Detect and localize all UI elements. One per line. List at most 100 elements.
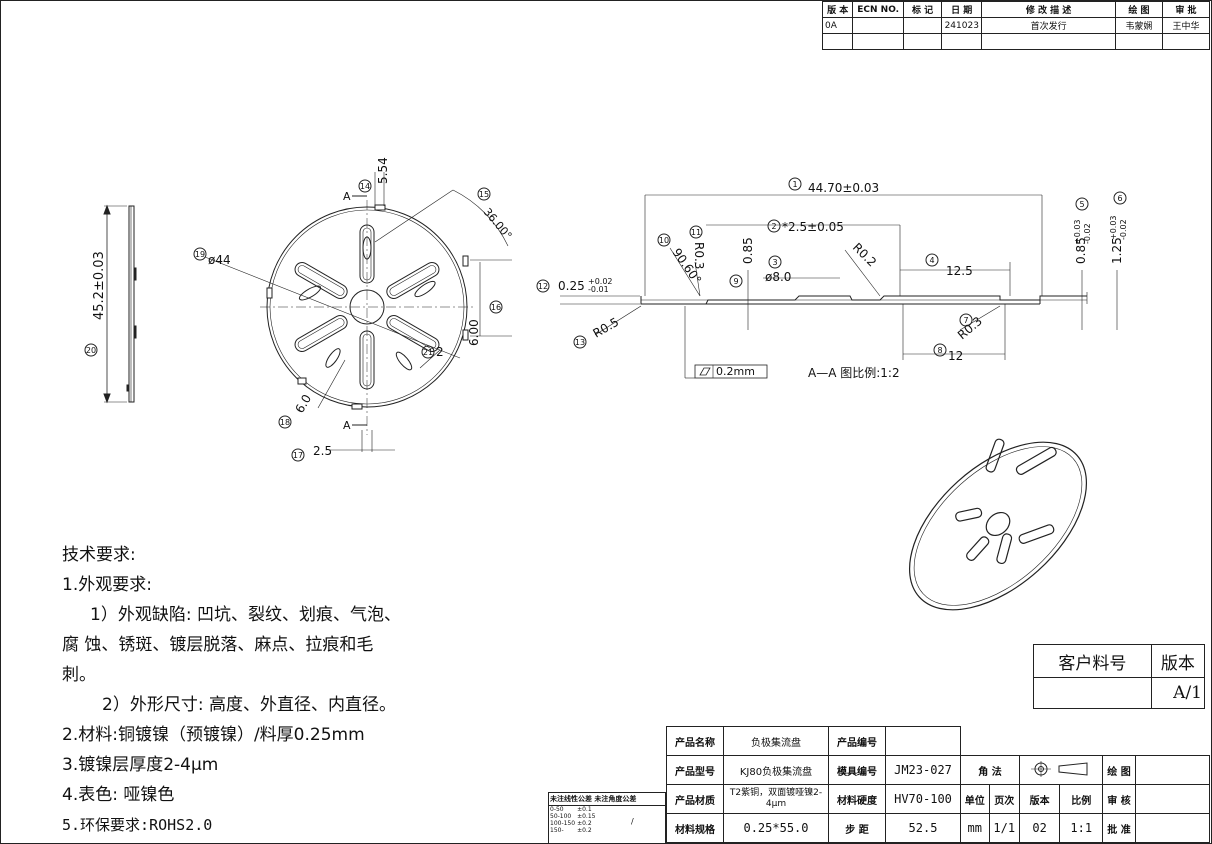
notes-title: 技术要求:	[62, 545, 136, 565]
rev-h-approve: 审 批	[1161, 1, 1211, 18]
svg-text:16: 16	[491, 303, 501, 312]
tol-val-3: ±0.2	[577, 827, 592, 834]
tb-model-label: 产品型号	[666, 755, 724, 785]
notes-item1a: 1）外观缺陷: 凹坑、裂纹、划痕、气泡、	[90, 605, 401, 625]
section-balloon-5: 5	[1079, 200, 1084, 209]
tb-spec: 0.25*55.0	[723, 813, 829, 843]
tb-drawing-label: 绘 图	[1102, 755, 1136, 785]
rev-h-mark: 标 记	[902, 1, 943, 18]
section-balloon-circle-4	[925, 253, 939, 267]
tb-projection-icon	[1018, 755, 1104, 785]
sec-flatness: 0.2mm	[716, 365, 755, 378]
rev-h-version: 版 本	[821, 1, 854, 18]
tb-hardness: HV70-100	[885, 784, 961, 814]
sec-dim-085-tol-minus: -0.02	[1083, 223, 1092, 244]
section-balloon-1: 1	[792, 180, 797, 189]
rev-h-desc: 修 改 描 述	[981, 1, 1116, 18]
front-dim-small: 2	[436, 345, 444, 359]
tb-material: T2紫铜，双面镀哑镍2-4μm	[723, 784, 829, 814]
slot-4	[294, 315, 348, 352]
rev-h-draw: 绘 图	[1115, 1, 1163, 18]
front-dim-top: 5.54	[376, 157, 390, 184]
sec-dim-085-tol-plus: +0.03	[1073, 219, 1082, 244]
sec-dim-12-5: 12.5	[946, 264, 973, 278]
sec-dim-r03-a: R0.3	[692, 242, 706, 269]
tb-unit: mm	[960, 813, 990, 843]
section-balloon-3: 3	[772, 258, 777, 267]
section-balloon-11: 11	[691, 228, 701, 237]
side-view	[103, 204, 137, 404]
notes-item4: 4.表色: 哑镍色	[62, 785, 175, 805]
revision-table: 版 本 ECN NO. 标 记 日 期 修 改 描 述 绘 图 审 批 0A 2…	[821, 1, 1211, 50]
tb-review-label: 审 核	[1102, 784, 1136, 814]
tech-notes: 技术要求: 1.外观要求: 1）外观缺陷: 凹坑、裂纹、划痕、气泡、 腐 蚀、锈…	[62, 540, 442, 840]
tb-model: KJ80负极集流盘	[723, 755, 829, 785]
slot-0	[359, 224, 375, 284]
section-balloon-circle-10	[657, 233, 671, 247]
section-balloon-circle-1	[788, 177, 802, 191]
svg-text:18: 18	[280, 418, 290, 427]
front-dim-slot-width: 6.00	[467, 319, 481, 346]
sec-dim-12: 12	[948, 349, 963, 363]
section-label: A—A 图比例:1:2	[808, 366, 900, 380]
sec-dim-085-a: 0.85	[741, 237, 755, 264]
sec-dim-025-tol-plus: +0.02	[588, 277, 613, 286]
section-balloon-4: 4	[929, 256, 934, 265]
sec-dim-r03-b: R0.3	[955, 314, 985, 342]
notes-item1a-cont2: 刺。	[62, 665, 96, 685]
revision-row: 0A 241023 首次发行 韦蒙娴 王中华	[821, 17, 1211, 34]
tb-version-label: 版本	[1018, 784, 1061, 814]
section-balloon-9: 9	[733, 277, 738, 286]
tol-val-0: ±0.1	[577, 806, 592, 813]
tolerance-block: 未注线性公差 未注角度公差 0-50±0.1 50-100±0.15 100-1…	[548, 792, 666, 844]
tb-hardness-label: 材料硬度	[828, 784, 886, 814]
sec-dim-085-b: 0.85	[1074, 237, 1088, 264]
rev-date: 241023	[941, 17, 983, 34]
section-balloon-circle-13	[573, 335, 587, 349]
sec-dim-step: *2.5±0.05	[782, 220, 844, 234]
title-block: 产品名称 负极集流盘 产品编号 产品型号 KJ80负极集流盘 模具编号 JM23…	[666, 726, 1211, 843]
section-balloon-10: 10	[659, 236, 669, 245]
section-balloon-circle-7	[959, 313, 973, 327]
tol-range-2: 100-150	[550, 820, 576, 827]
tb-product-no	[885, 726, 961, 756]
tb-scale-label: 比例	[1059, 784, 1104, 814]
rev-h-ecn: ECN NO.	[852, 1, 904, 18]
sec-dim-overall: 44.70±0.03	[808, 181, 879, 195]
rev-desc: 首次发行	[981, 17, 1116, 34]
tb-scale: 1:1	[1059, 813, 1104, 843]
sec-dim-025-tol-minus: -0.01	[588, 285, 609, 294]
revision-empty-row	[821, 33, 1211, 50]
tol-range-0: 0-50	[550, 806, 564, 813]
rev-approve: 王中华	[1161, 17, 1211, 34]
section-balloon-7: 7	[963, 316, 968, 325]
section-balloon-circle-9	[729, 274, 743, 288]
section-balloon-circle-3	[768, 255, 782, 269]
revision-header-row: 版 本 ECN NO. 标 记 日 期 修 改 描 述 绘 图 审 批	[821, 1, 1211, 18]
sec-dim-r02: R0.2	[850, 240, 879, 269]
sec-dim-025: 0.25	[558, 279, 585, 293]
notes-item1b: 2）外形尺寸: 高度、外直径、内直径。	[102, 695, 396, 715]
front-view	[204, 172, 512, 452]
rev-version: 0A	[821, 17, 854, 34]
sec-dim-r05: R0.5	[591, 315, 622, 341]
tb-product-name-label: 产品名称	[666, 726, 724, 756]
tb-angle-label: 角 法	[960, 755, 1020, 785]
tolerance-header: 未注线性公差 未注角度公差	[549, 793, 665, 806]
tol-val-2: ±0.2	[577, 820, 592, 827]
section-balloon-12: 12	[538, 282, 548, 291]
svg-text:21: 21	[423, 348, 433, 357]
section-balloon-circle-6	[1113, 191, 1127, 205]
slot-1	[386, 262, 440, 299]
section-balloon-circle-2	[767, 219, 781, 233]
tb-product-name: 负极集流盘	[723, 726, 829, 756]
customer-part-value	[1033, 677, 1152, 709]
notes-item3: 3.镀镍层厚度2-4μm	[62, 755, 219, 775]
section-balloon-13: 13	[575, 338, 585, 347]
tb-page: 1/1	[988, 813, 1020, 843]
slot-inner-1	[389, 265, 437, 296]
section-balloon-2: 2	[771, 222, 776, 231]
front-sect-a-top: A	[343, 190, 351, 203]
